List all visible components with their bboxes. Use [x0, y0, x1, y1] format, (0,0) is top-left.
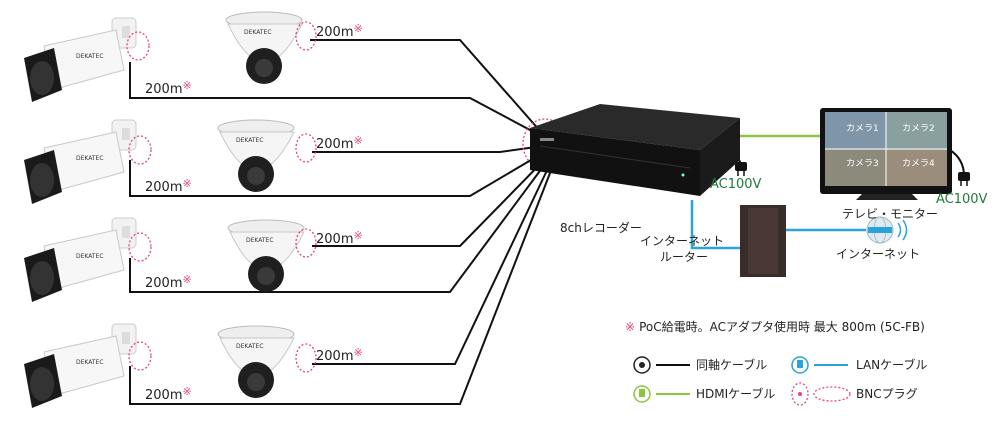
bullet-camera-3: DEKATEC — [24, 217, 137, 302]
distance-label-dome-1: 200m※ — [316, 22, 363, 40]
camera-brand-label: DEKATEC — [236, 343, 264, 350]
tv-monitor — [820, 108, 952, 200]
distance-label-bullet-4: 200m※ — [145, 385, 192, 403]
bullet-camera-4: DEKATEC — [24, 323, 137, 408]
recorder-device — [530, 104, 740, 196]
bnc-marker-dome-2 — [295, 133, 317, 163]
legend-bnc: BNCプラグ — [791, 382, 918, 406]
internet-label: インターネット — [836, 247, 920, 261]
distance-label-dome-2: 200m※ — [316, 134, 363, 152]
svg-text:同軸ケーブル: 同軸ケーブル — [696, 357, 767, 372]
distance-label-dome-4: 200m※ — [316, 346, 363, 364]
bnc-marker-bullet-3 — [128, 232, 152, 262]
router-label-line2: ルーター — [660, 250, 708, 264]
bnc-marker-bullet-2 — [128, 135, 152, 165]
distance-labels: 200m※ 200m※ 200m※ 200m※ 200m※ 200m※ 200m… — [145, 22, 363, 403]
bnc-marker-bullet-1 — [126, 31, 150, 61]
camera-brand-label: DEKATEC — [236, 137, 264, 144]
coax-cable-dome-3 — [312, 155, 549, 247]
router-device — [740, 205, 786, 277]
coax-cable-bullet-3 — [129, 159, 549, 293]
legend-lan: LANケーブル — [791, 356, 927, 374]
coax-cable-bullet-4 — [129, 167, 553, 405]
recorder-label: 8chレコーダー — [560, 220, 642, 235]
distance-label-dome-3: 200m※ — [316, 229, 363, 247]
monitor-label: テレビ・モニター — [842, 207, 938, 221]
camera-brand-label: DEKATEC — [244, 29, 272, 36]
camera-brand-label: DEKATEC — [76, 155, 104, 162]
router-label-line1: インターネット — [640, 234, 724, 248]
coax-cable-dome-1 — [310, 39, 549, 141]
lan-cable-recorder-router — [690, 200, 740, 250]
bnc-plug-icon — [791, 382, 809, 406]
coax-cables — [129, 39, 553, 405]
dome-camera-4: DEKATEC — [217, 325, 295, 398]
distance-label-bullet-1: 200m※ — [145, 79, 192, 97]
legend: 同軸ケーブル LANケーブル HDMIケーブル BNCプラグ — [633, 356, 927, 406]
dome-camera-3: DEKATEC — [227, 219, 305, 292]
monitor-power-label: AC100V — [936, 192, 988, 207]
bullet-camera-1: DEKATEC — [24, 17, 137, 102]
bnc-marker-dome-4 — [295, 343, 317, 373]
bullet-camera-2: DEKATEC — [24, 119, 137, 204]
svg-text:BNCプラグ: BNCプラグ — [856, 387, 918, 401]
bnc-marker-dome-3 — [295, 228, 317, 258]
coax-cable-bullet-2 — [129, 149, 549, 197]
distance-label-bullet-2: 200m※ — [145, 177, 192, 195]
screen-label-cam1: カメラ1 — [846, 123, 879, 134]
camera-brand-label: DEKATEC — [246, 237, 274, 244]
coax-connector-icon — [633, 356, 651, 374]
footnote: ※PoC給電時。ACアダプタ使用時 最大 800m (5C-FB) — [625, 319, 925, 334]
svg-text:HDMIケーブル: HDMIケーブル — [696, 386, 775, 401]
legend-coax: 同軸ケーブル — [633, 356, 767, 374]
svg-text:LANケーブル: LANケーブル — [856, 357, 927, 372]
recorder-power-label: AC100V — [710, 177, 762, 192]
screen-label-cam3: カメラ3 — [846, 158, 879, 169]
screen-label-cam2: カメラ2 — [902, 123, 935, 134]
camera-brand-label: DEKATEC — [76, 359, 104, 366]
monitor-screen-labels: カメラ1 カメラ2 カメラ3 カメラ4 — [846, 123, 935, 169]
dome-camera-1: DEKATEC — [225, 11, 303, 84]
bnc-marker-dome-1 — [295, 21, 317, 51]
power-cord-monitor — [949, 149, 970, 186]
coax-cable-bullet-1 — [129, 62, 546, 139]
legend-hdmi: HDMIケーブル — [633, 385, 775, 403]
camera-brand-label: DEKATEC — [76, 53, 104, 60]
dome-camera-2: DEKATEC — [217, 119, 295, 192]
screen-label-cam4: カメラ4 — [902, 158, 935, 169]
distance-label-bullet-3: 200m※ — [145, 273, 192, 291]
bnc-marker-bullet-4 — [128, 341, 152, 371]
internet-globe-icon — [866, 216, 908, 244]
camera-brand-label: DEKATEC — [76, 253, 104, 260]
coax-cable-dome-4 — [312, 163, 551, 365]
